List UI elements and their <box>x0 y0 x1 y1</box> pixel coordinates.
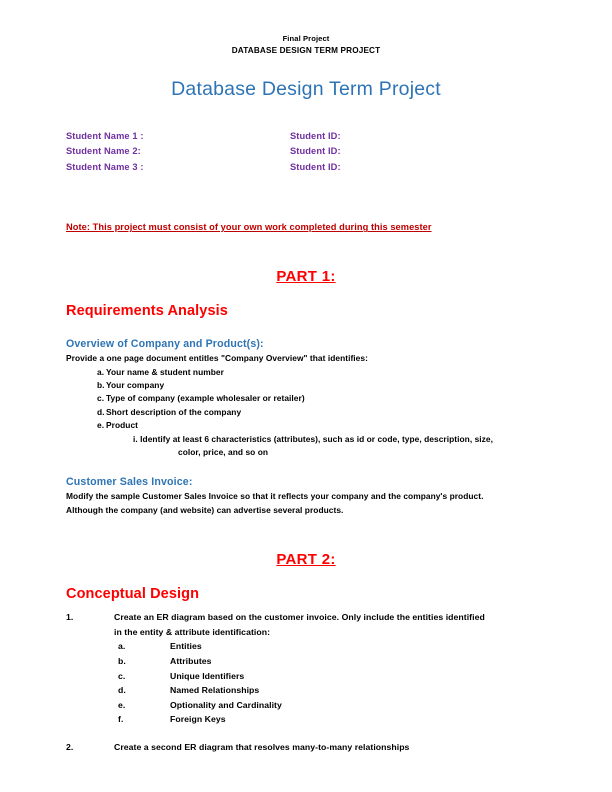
list-item-label: Attributes <box>170 656 212 667</box>
list-marker: e. <box>118 699 126 710</box>
list-item: c. Unique Identifiers <box>66 669 546 684</box>
note-text: Note: This project must consist of your … <box>66 222 432 233</box>
customer-sales-invoice-heading: Customer Sales Invoice: <box>66 476 193 489</box>
overview-list: a.Your name & student number b.Your comp… <box>66 366 546 433</box>
list-item: c.Type of company (example wholesaler or… <box>66 392 546 405</box>
list-marker: c. <box>97 393 105 404</box>
list-item-label: Type of company (example wholesaler or r… <box>106 393 305 404</box>
student-name-label-1: Student Name 1 : <box>66 131 144 141</box>
document-title: Database Design Term Project <box>171 78 441 100</box>
list-item-label: Unique Identifiers <box>170 670 245 681</box>
list-item-line1: Create an ER diagram based on the custom… <box>114 612 485 623</box>
student-id-label-1: Student ID: <box>290 131 341 141</box>
overview-heading: Overview of Company and Product(s): <box>66 338 264 351</box>
list-item: f. Foreign Keys <box>66 712 546 727</box>
list-item: 1. Create an ER diagram based on the cust… <box>66 610 546 639</box>
list-item: a.Your name & student number <box>66 366 546 379</box>
conceptual-design-heading: Conceptual Design <box>66 586 200 603</box>
header-line-subtitle: DATABASE DESIGN TERM PROJECT <box>231 46 381 55</box>
list-marker: d. <box>97 406 105 417</box>
overview-sub-item: i. Identify at least 6 characteristics (… <box>66 433 546 460</box>
list-item: a. Entities <box>66 639 546 654</box>
header-block: Final Project DATABASE DESIGN TERM PROJE… <box>66 33 546 57</box>
list-marker: c. <box>118 670 126 681</box>
list-item-label: Short description of the company <box>106 406 242 417</box>
student-row: Student Name 2: Student ID: <box>66 144 546 159</box>
list-item: 2. Create a second ER diagram that resolv… <box>66 740 546 755</box>
part-1-heading: PART 1: <box>276 268 336 286</box>
list-item-label: Foreign Keys <box>170 714 226 725</box>
list-item: d. Named Relationships <box>66 683 546 698</box>
overview-sub-item-line2: color, price, and so on <box>178 447 269 458</box>
overview-intro-text: Provide a one page document entitles "Co… <box>66 353 368 364</box>
list-item-label: Product <box>106 420 138 431</box>
list-item: b.Your company <box>66 379 546 392</box>
list-marker: 1. <box>66 612 74 623</box>
list-marker: 2. <box>66 742 74 753</box>
list-item-line2: in the entity & attribute identification… <box>114 626 271 637</box>
conceptual-design-list-2: 2. Create a second ER diagram that resolv… <box>66 740 546 755</box>
invoice-text-line2: Although the company (and website) can a… <box>66 504 344 515</box>
list-item-label: Entities <box>170 641 202 652</box>
list-item-label: Your company <box>106 380 165 391</box>
list-item: d.Short description of the company <box>66 406 546 419</box>
conceptual-design-sublist: a. Entities b. Attributes c. Unique Identif… <box>66 639 546 727</box>
student-id-label-2: Student ID: <box>290 146 341 157</box>
student-name-label-2: Student Name 2: <box>66 146 141 157</box>
conceptual-design-list: 1. Create an ER diagram based on the cust… <box>66 610 546 639</box>
student-row: Student Name 1 : Student ID: <box>66 129 546 144</box>
student-id-label-3: Student ID: <box>290 161 341 172</box>
student-info-block: Student Name 1 : Student ID: Student Nam… <box>66 129 546 175</box>
student-row: Student Name 3 : Student ID: <box>66 160 546 175</box>
list-item: e. Optionality and Cardinality <box>66 698 546 713</box>
list-marker: e. <box>97 420 105 431</box>
header-line-final-project: Final Project <box>282 34 330 43</box>
list-item-label: Optionality and Cardinality <box>170 699 282 710</box>
list-marker: f. <box>118 714 124 725</box>
requirements-analysis-heading: Requirements Analysis <box>66 303 228 320</box>
list-marker: d. <box>118 685 126 696</box>
list-marker: a. <box>118 641 126 652</box>
list-marker: a. <box>97 366 105 377</box>
list-marker: i. <box>133 433 138 444</box>
list-item: e.Product <box>66 419 546 432</box>
list-marker: b. <box>118 656 126 667</box>
list-item-label: Your name & student number <box>106 366 224 377</box>
list-item-label: Named Relationships <box>170 685 260 696</box>
list-item-label: Create a second ER diagram that resolves… <box>114 742 410 753</box>
invoice-text-line1: Modify the sample Customer Sales Invoice… <box>66 491 484 502</box>
overview-sub-item-line1: Identify at least 6 characteristics (att… <box>140 433 493 444</box>
part-2-heading: PART 2: <box>276 551 336 569</box>
student-name-label-3: Student Name 3 : <box>66 161 144 172</box>
document-body: Final Project DATABASE DESIGN TERM PROJE… <box>66 33 546 755</box>
list-item: b. Attributes <box>66 654 546 669</box>
list-marker: b. <box>97 380 105 391</box>
